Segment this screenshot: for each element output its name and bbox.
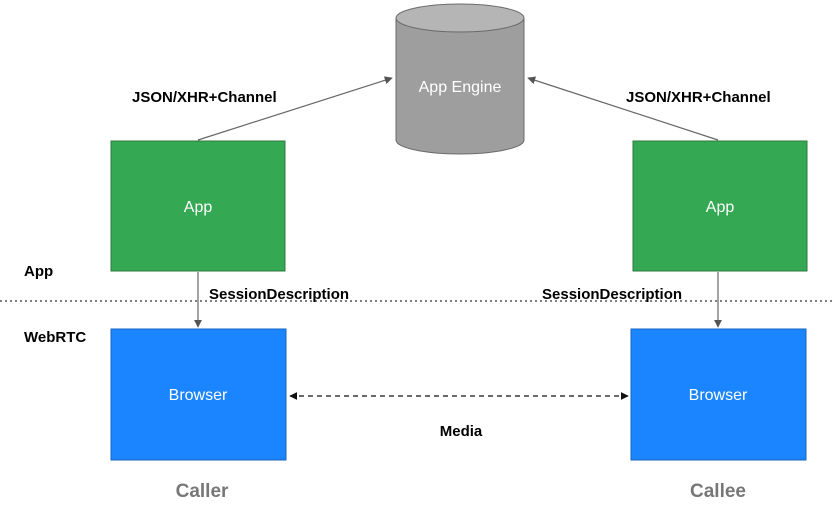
callee-app-box: App	[632, 140, 808, 272]
caller-channel-label: JSON/XHR+Channel	[132, 89, 277, 106]
caller-browser-rect	[110, 328, 287, 461]
callee-channel-label: JSON/XHR+Channel	[626, 89, 771, 106]
app-engine-label: App Engine	[419, 79, 502, 96]
caller-channel-arrow	[197, 76, 393, 141]
caller-role-label: Caller	[176, 481, 229, 502]
callee-browser-label: Browser	[689, 387, 748, 404]
callee-app-label: App	[706, 199, 735, 216]
app-layer-label: App	[24, 263, 53, 280]
app-engine-cylinder-top	[395, 3, 525, 33]
app-engine-database: App Engine	[395, 3, 525, 155]
caller-session-label: SessionDescription	[209, 286, 349, 303]
media-label: Media	[440, 423, 483, 440]
callee-browser-box: Browser	[630, 328, 807, 461]
callee-app-rect	[632, 140, 808, 272]
caller-app-box: App	[110, 140, 286, 272]
caller-browser-box: Browser	[110, 328, 287, 461]
callee-session-label: SessionDescription	[542, 286, 682, 303]
callee-browser-rect	[630, 328, 807, 461]
callee-role-label: Callee	[690, 481, 746, 502]
caller-browser-label: Browser	[169, 387, 228, 404]
caller-app-label: App	[184, 199, 213, 216]
caller-app-rect	[110, 140, 286, 272]
app-engine-cylinder-body	[395, 18, 525, 155]
callee-channel-arrow	[527, 76, 719, 141]
webrtc-layer-label: WebRTC	[24, 329, 86, 346]
